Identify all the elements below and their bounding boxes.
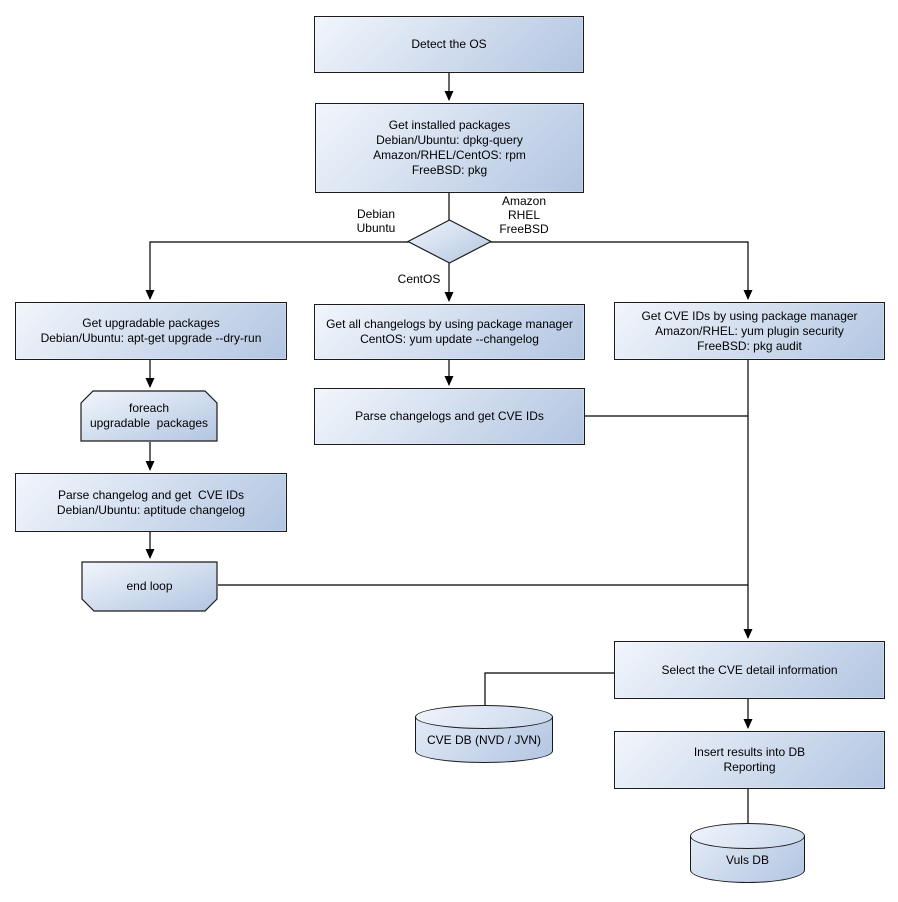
branch-label-centos: CentOS [397, 272, 441, 286]
branch-label-amazon-rhel-freebsd: Amazon RHEL FreeBSD [499, 194, 549, 236]
foreach-loop-label: foreach upgradable packages [89, 401, 209, 430]
node-get-all-changelogs: Get all changelogs by using package mana… [314, 304, 585, 360]
node-get-cve-ids: Get CVE IDs by using package manager Ama… [614, 302, 885, 360]
node-parse-changelogs-centos: Parse changelogs and get CVE IDs [314, 388, 585, 445]
vuls-db-label: Vuls DB [726, 853, 769, 867]
node-insert-results: Insert results into DB Reporting [614, 731, 885, 789]
vuls-db-cylinder: Vuls DB [690, 823, 805, 883]
cve-db-cylinder: CVE DB (NVD / JVN) [415, 705, 553, 763]
node-get-upgradable-packages: Get upgradable packages Debian/Ubuntu: a… [15, 302, 287, 360]
cylinder-top-ellipse [690, 823, 805, 849]
shape-end-loop: end loop [81, 561, 218, 612]
decision-diamond-os [407, 219, 492, 264]
node-get-installed-packages: Get installed packages Debian/Ubuntu: dp… [315, 103, 584, 193]
cylinder-top-ellipse [415, 705, 553, 729]
end-loop-label: end loop [126, 579, 173, 593]
node-detect-os: Detect the OS [314, 16, 584, 73]
node-select-cve-detail: Select the CVE detail information [614, 641, 885, 699]
node-parse-changelog-debian: Parse changelog and get CVE IDs Debian/U… [15, 473, 287, 532]
branch-label-debian-ubuntu: Debian Ubuntu [356, 207, 396, 235]
cve-db-label: CVE DB (NVD / JVN) [426, 733, 541, 747]
shape-foreach-loop-start: foreach upgradable packages [80, 390, 218, 442]
